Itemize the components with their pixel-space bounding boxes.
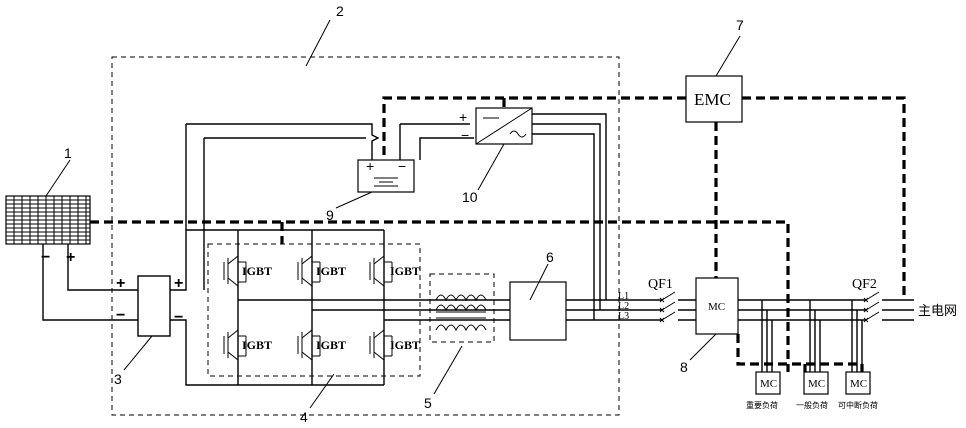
- main-grid-label: 主电网: [918, 304, 957, 319]
- phase-l3: L3: [618, 311, 629, 322]
- main-mc-label: MC: [708, 301, 725, 313]
- dcdc-out-minus: −: [174, 309, 183, 326]
- load-mc-3-label: MC: [850, 378, 867, 390]
- dcdc-converter: [138, 276, 170, 336]
- transformer-box: [510, 282, 566, 340]
- dcdc-in-plus: +: [116, 275, 125, 292]
- pv-panel: [6, 196, 90, 244]
- callout-1: 1: [64, 145, 72, 161]
- load-mc-2-label: MC: [808, 378, 825, 390]
- igbt-label-5: IGBT: [316, 338, 346, 352]
- conv-plus: +: [459, 109, 467, 125]
- callout-3: 3: [114, 371, 122, 387]
- callout-8: 8: [680, 359, 688, 375]
- dcdc-in-minus: −: [116, 307, 125, 324]
- load-label-interruptible: 可中断负荷: [838, 400, 878, 410]
- conv-minus: −: [461, 127, 469, 143]
- igbt-label-3: IGBT: [390, 264, 420, 278]
- battery-minus: −: [398, 158, 406, 174]
- igbt-label-1: IGBT: [242, 264, 272, 278]
- load-mc-1-label: MC: [760, 378, 777, 390]
- load-label-general: 一般负荷: [796, 400, 828, 410]
- qf1-label: QF1: [648, 277, 673, 292]
- callout-7: 7: [736, 17, 744, 33]
- callout-2: 2: [336, 3, 344, 19]
- callout-9: 9: [326, 207, 334, 223]
- pcs-enclosure: [112, 57, 619, 415]
- qf1-breaker: [660, 292, 675, 322]
- callout-6: 6: [546, 249, 554, 265]
- emc-label: EMC: [694, 90, 731, 109]
- qf2-breaker: [864, 292, 879, 322]
- callout-4: 4: [300, 409, 308, 425]
- callout-10: 10: [462, 189, 478, 205]
- battery-plus: +: [366, 158, 374, 174]
- load-label-important: 重要负荷: [746, 400, 778, 410]
- callout-5: 5: [424, 395, 432, 411]
- qf2-label: QF2: [852, 277, 877, 292]
- igbt-label-2: IGBT: [316, 264, 346, 278]
- igbt-label-4: IGBT: [242, 338, 272, 352]
- igbt-label-6: IGBT: [390, 338, 420, 352]
